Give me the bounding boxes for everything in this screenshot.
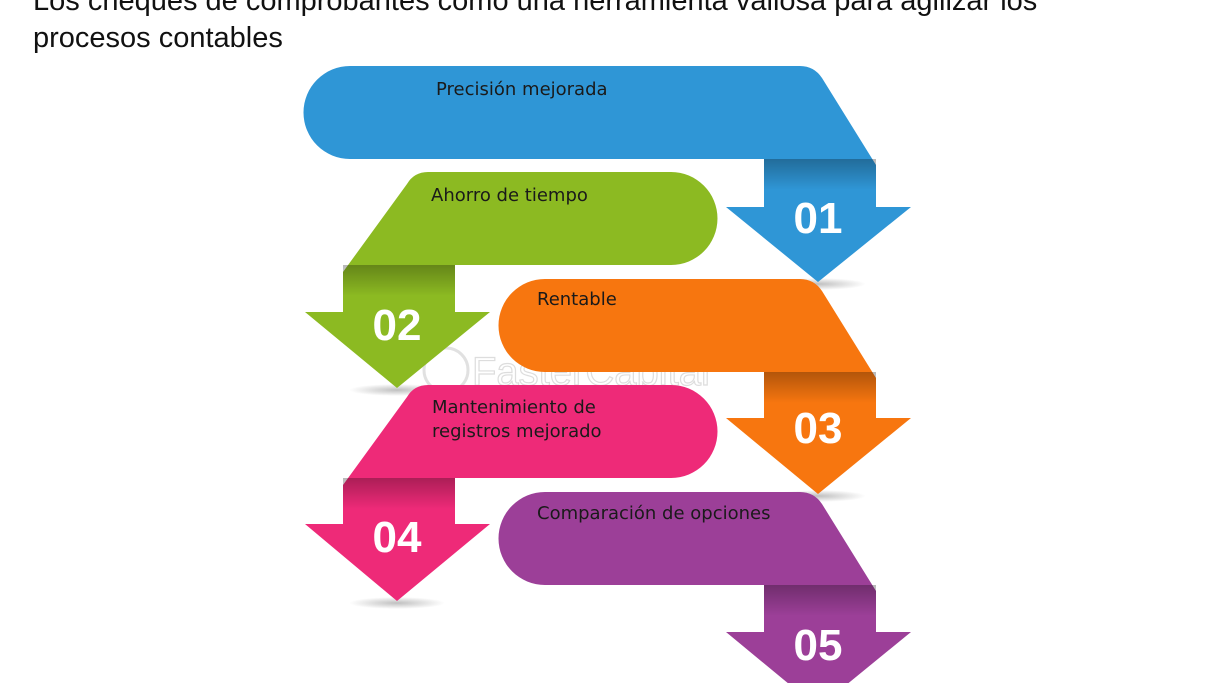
step-04: Mantenimiento de registros mejorado 04 xyxy=(305,385,718,609)
step-05: Comparación de opciones 05 xyxy=(498,492,911,683)
step-03-ribbon xyxy=(498,279,911,494)
step-03: Rentable 03 xyxy=(498,279,911,502)
step-04-label-line-2: registros mejorado xyxy=(432,421,602,442)
step-04-label-line-1: Mantenimiento de xyxy=(432,397,596,418)
step-03-label: Rentable xyxy=(537,289,617,310)
heading-line-2: procesos contables xyxy=(33,22,283,54)
step-04-ribbon xyxy=(305,385,718,601)
step-03-number: 03 xyxy=(794,404,843,453)
slide-heading: Los cheques de comprobantes como una her… xyxy=(33,0,1183,57)
step-02: Ahorro de tiempo 02 xyxy=(305,172,718,396)
step-01-number: 01 xyxy=(794,194,843,243)
step-01-ribbon xyxy=(303,66,911,282)
step-02-label: Ahorro de tiempo xyxy=(431,185,588,206)
step-04-label: Mantenimiento de registros mejorado xyxy=(432,397,602,442)
step-02-ribbon xyxy=(305,172,718,388)
step-05-label: Comparación de opciones xyxy=(537,503,770,524)
step-01-label: Precisión mejorada xyxy=(436,79,608,100)
step-04-number: 04 xyxy=(373,513,422,562)
heading-line-1: Los cheques de comprobantes como una her… xyxy=(33,0,1038,17)
step-05-ribbon xyxy=(498,492,911,683)
step-02-number: 02 xyxy=(373,301,422,350)
step-05-number: 05 xyxy=(794,621,843,670)
